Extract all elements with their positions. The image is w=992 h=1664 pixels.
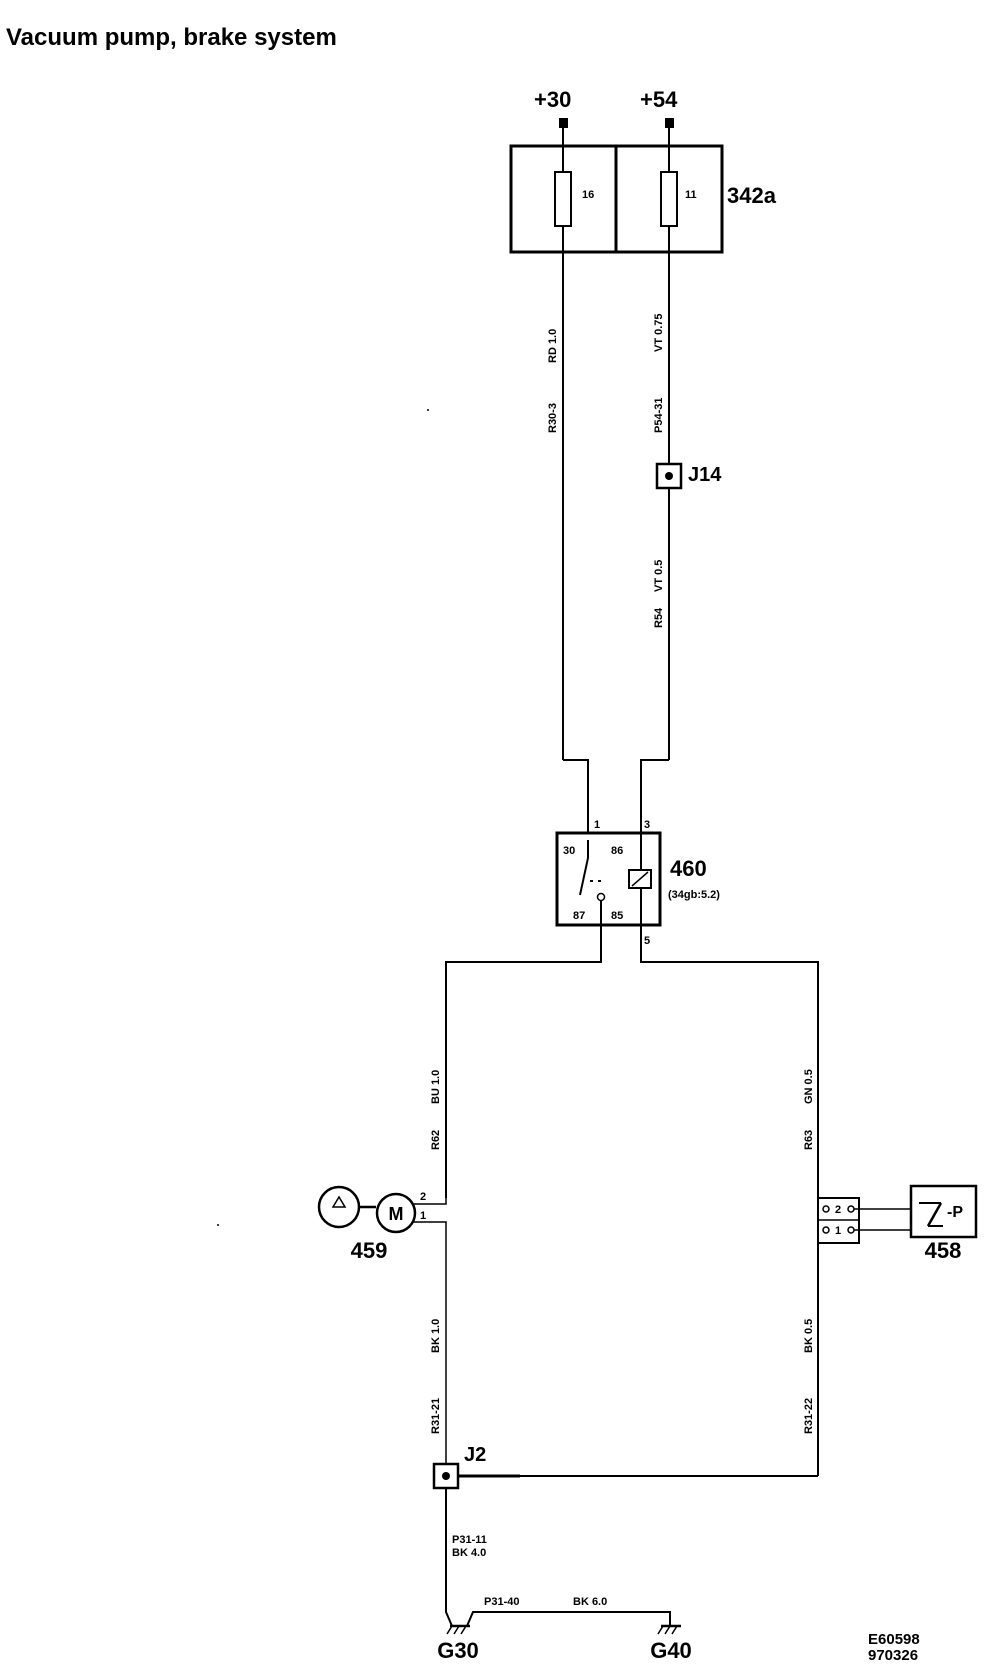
wire-r31-22-spec: BK 0.5 [803, 1319, 815, 1353]
ground-g40-label: G40 [650, 1638, 692, 1663]
wire-r54-spec: VT 0.5 [653, 560, 665, 592]
motor-symbol-label: M [389, 1204, 404, 1224]
motor-symbol [375, 1192, 417, 1234]
relay-pin-1: 1 [594, 819, 600, 831]
relay-term-30: 30 [563, 845, 575, 857]
wire-p31-11-spec: BK 4.0 [452, 1547, 486, 1559]
switch-housing [909, 1184, 978, 1239]
relay-pin-3: 3 [644, 819, 650, 831]
terminal-54: +54 [640, 87, 678, 128]
wire-r31-21-spec: BK 1.0 [430, 1319, 442, 1353]
switch-pin-2: 2 [835, 1204, 841, 1216]
scan-speck [217, 1224, 219, 1226]
junction-j2: J2 [432, 1444, 486, 1490]
fuse-box-label: 342a [727, 183, 777, 208]
pressure-switch-458: 2 1 -P 458 [817, 1184, 978, 1263]
footer-date: 970326 [868, 1647, 918, 1664]
wire-r31-22-code: R31-22 [803, 1398, 815, 1434]
wire-r30-code: R30-3 [547, 403, 559, 433]
relay-460: 1 3 30 86 87 85 5 460 (34gb:5.2) [555, 819, 720, 947]
switch-symbol: -P [947, 1204, 963, 1221]
fuse-11-label: 11 [685, 189, 697, 201]
wire-p31-40-spec: BK 6.0 [573, 1596, 607, 1608]
wire-r30-spec: RD 1.0 [547, 329, 559, 363]
wire-r54-code: R54 [653, 607, 665, 628]
switch-pin-1: 1 [835, 1225, 841, 1237]
motor-pin-2: 2 [420, 1191, 426, 1203]
junction-j14: J14 [655, 462, 722, 490]
wire-r62-spec: BU 1.0 [430, 1070, 442, 1104]
relay-label: 460 [670, 856, 707, 881]
scan-speck [427, 409, 429, 411]
relay-ref: (34gb:5.2) [668, 889, 720, 901]
fuse-16-label: 16 [582, 189, 594, 201]
wire-p31-40-code: P31-40 [484, 1596, 519, 1608]
wire-r31-21-code: R31-21 [430, 1398, 442, 1434]
fuse-11 [660, 171, 678, 227]
vacuum-pump-459: M 2 1 459 [317, 1185, 447, 1470]
switch-label: 458 [925, 1238, 962, 1263]
ground-g40: G40 [650, 1624, 692, 1663]
junction-j14-label: J14 [688, 464, 722, 486]
junction-j2-label: J2 [464, 1444, 486, 1466]
fuse-16 [554, 171, 572, 227]
terminal-54-label: +54 [640, 87, 678, 112]
motor-pin-1: 1 [420, 1210, 426, 1222]
relay-term-86: 86 [611, 845, 623, 857]
terminal-30-label: +30 [534, 87, 571, 112]
wire-p54-spec: VT 0.75 [653, 313, 665, 352]
wire-r62-code: R62 [430, 1130, 442, 1150]
relay-term-87: 87 [573, 910, 585, 922]
wire-r63-spec: GN 0.5 [803, 1069, 815, 1104]
relay-term-85: 85 [611, 910, 623, 922]
ground-g30-label: G30 [437, 1638, 479, 1663]
relay-pin-5: 5 [644, 935, 650, 947]
wire-p54-code: P54-31 [653, 398, 665, 433]
wire-p31-11-code: P31-11 [452, 1534, 487, 1546]
ground-g30: G30 [437, 1624, 479, 1663]
page-title: Vacuum pump, brake system [6, 24, 337, 51]
terminal-30: +30 [534, 87, 571, 128]
wire-r63-code: R63 [803, 1130, 815, 1150]
motor-label: 459 [351, 1238, 388, 1263]
footer-code: E60598 [868, 1631, 920, 1648]
fuse-box-342a: 16 11 342a [509, 126, 777, 760]
